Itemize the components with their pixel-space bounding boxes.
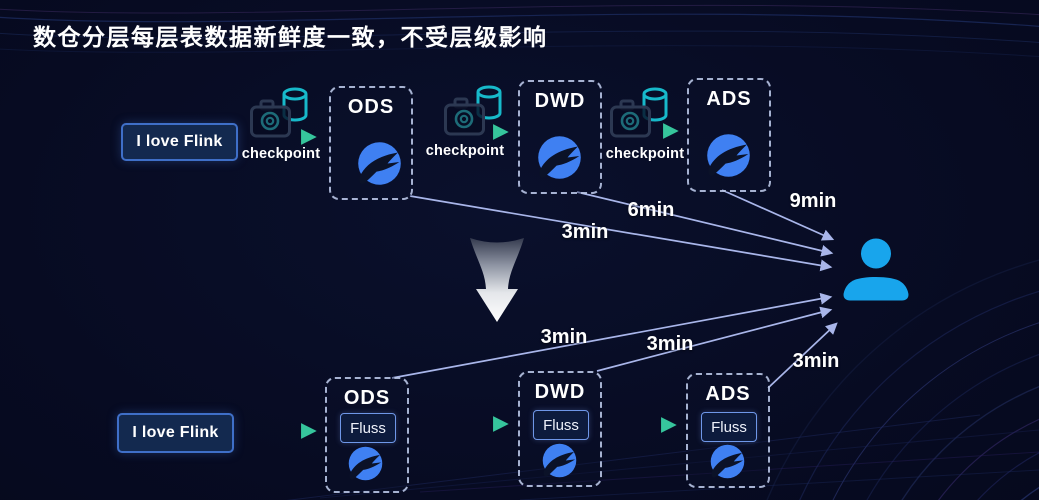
stage-title-ods-bottom: ODS [343,387,391,409]
flink-logo-icon [705,132,752,179]
stage-box-ads-bottom: ADS Fluss [686,373,770,488]
latency-label-dwd-bottom: 3min [646,333,694,355]
top-source-label: I love Flink [136,133,223,150]
page-title: 数仓分层每层表数据新鲜度一致，不受层级影响 [33,24,548,50]
person-icon [836,236,916,302]
stage-title-ods-top: ODS [347,96,395,118]
top-source-box: I love Flink [121,123,238,161]
stage-title-dwd-bottom: DWD [534,381,586,403]
stage-title-ads-top: ADS [706,88,752,110]
stage-box-ads-top: ADS [687,78,771,192]
latency-label-ods-bottom: 3min [540,326,588,348]
fluss-engine-badge: Fluss [340,413,396,443]
checkpoint-camera-database-icon [609,86,671,140]
stage-box-dwd-bottom: DWD Fluss [518,371,602,487]
fluss-label: Fluss [350,419,386,437]
checkpoint-camera-database-icon [443,84,505,138]
flink-logo-icon [709,443,746,480]
flink-logo-icon [541,442,578,479]
flink-logo-icon [347,445,384,482]
stage-title-dwd-top: DWD [534,90,586,112]
latency-label-ads-top: 9min [789,190,837,212]
checkpoint-label: checkpoint [241,146,321,162]
stage-box-dwd-top: DWD [518,80,602,194]
line-ods-top-to-user [409,195,833,272]
bottom-source-label: I love Flink [132,424,219,441]
fluss-engine-badge: Fluss [701,412,757,442]
flink-logo-icon [356,140,403,187]
line-ods-bottom-to-user [391,292,833,379]
checkpoint-label: checkpoint [425,143,505,159]
checkpoint-label: checkpoint [605,146,685,162]
fluss-label: Fluss [543,416,579,434]
fluss-label: Fluss [711,418,747,436]
latency-label-dwd-top: 6min [627,199,675,221]
fluss-engine-badge: Fluss [533,410,589,440]
bottom-source-box: I love Flink [117,413,234,453]
checkpoint-camera-database-icon [249,86,311,140]
stage-title-ads-bottom: ADS [705,383,751,405]
latency-label-ods-top: 3min [561,221,609,243]
latency-label-ads-bottom: 3min [792,350,840,372]
stage-box-ods-top: ODS [329,86,413,200]
stage-box-ods-bottom: ODS Fluss [325,377,409,493]
down-arrow-icon [470,238,524,322]
flink-logo-icon [536,134,583,181]
